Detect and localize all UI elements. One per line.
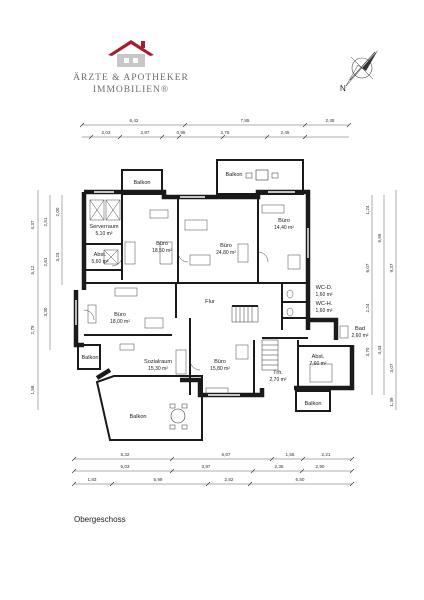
room-trh-area: 2,70 m² <box>270 377 287 383</box>
dim-bottom-3: 1,55 <box>286 452 295 457</box>
dim-left-inner-2: 2,61 <box>43 257 48 266</box>
balcony-bottom-left-label: Balkon <box>129 414 146 420</box>
balcony-bottom-right-label: Balkon <box>304 401 321 407</box>
furniture <box>83 199 349 395</box>
dim-bottom-8: 2,90 <box>316 464 325 469</box>
dim-top-3: 2,45 <box>326 118 335 123</box>
dim-left-innermost-1: 2,00 <box>55 207 60 216</box>
balcony-bottom-left <box>95 375 203 441</box>
room-wc-h-area: 1,60 m² <box>316 308 333 314</box>
room-buero1-name: Büro <box>156 241 168 247</box>
compass-icon <box>345 50 378 87</box>
room-abst-right-area: 7,60 m² <box>310 361 327 367</box>
balcony-top-left <box>121 169 163 195</box>
interior-walls <box>84 195 352 395</box>
dim-top-detail-5: 2,45 <box>281 130 290 135</box>
room-buero3-area: 14,40 m² <box>274 225 294 231</box>
room-abst-left-area: 5,60 m² <box>92 259 109 265</box>
balcony-left-label: Balkon <box>81 355 98 361</box>
dim-bottom-10: 5,99 <box>154 477 163 482</box>
room-wc-d-name: WC-D. <box>316 285 333 291</box>
dim-left-innermost-2: 3,23 <box>55 252 60 261</box>
dim-right-4: 3,70 <box>365 347 370 356</box>
dim-left-2: 5,12 <box>30 265 35 274</box>
floor-label: Obergeschoss <box>74 515 126 524</box>
dim-bottom-7: 2,35 <box>275 464 284 469</box>
dim-top-detail-2: 2,87 <box>141 130 150 135</box>
dim-right-3: 2,24 <box>365 303 370 312</box>
room-bad-area: 2,60 m² <box>352 333 369 339</box>
room-sozialraum-area: 15,30 m² <box>148 366 168 372</box>
room-buero3-name: Büro <box>278 218 290 224</box>
room-abst-left-name: Abst. <box>94 252 107 258</box>
room-serverraum-area: 5,10 m² <box>96 231 113 237</box>
company-logo: ÄRZTE & APOTHEKER IMMOBILIEN® <box>73 40 189 95</box>
dim-bottom-12: 6,50 <box>296 477 305 482</box>
room-buero2-area: 24,80 m² <box>216 250 236 256</box>
balcony-left <box>77 344 101 370</box>
dim-right-outer-2: 3,07 <box>389 363 394 372</box>
dim-left-inner-3: 3,30 <box>43 307 48 316</box>
dim-top-detail-4: 2,75 <box>221 130 230 135</box>
room-buero4-area: 18,00 m² <box>110 319 130 325</box>
dim-bottom-5: 5,03 <box>121 464 130 469</box>
dim-top-1: 6,42 <box>130 118 139 123</box>
windows <box>75 191 309 396</box>
right-dimensions <box>371 190 397 410</box>
dim-bottom-4: 2,21 <box>322 452 331 457</box>
dim-left-4: 1,58 <box>30 385 35 394</box>
dim-bottom-2: 6,67 <box>222 452 231 457</box>
dim-top-2: 7,85 <box>241 118 250 123</box>
dim-left-3: 2,79 <box>30 325 35 334</box>
dim-right-outer-3: 1,39 <box>389 397 394 406</box>
dim-left-1: 4,37 <box>30 220 35 229</box>
room-buero4-name: Büro <box>114 312 126 318</box>
room-buero5-area: 15,80 m² <box>210 366 230 372</box>
balcony-top-left-label: Balkon <box>133 180 150 186</box>
dim-right-2: 6,07 <box>365 263 370 272</box>
room-serverraum-name: Serverraum <box>89 224 119 230</box>
room-buero1-area: 18,50 m² <box>152 248 172 254</box>
balcony-bottom-right <box>295 390 331 412</box>
dim-top-detail-3: 0,95 <box>177 130 186 135</box>
north-label: N <box>340 84 346 93</box>
room-flur-name: Flur <box>205 299 215 305</box>
dim-bottom-6: 3,97 <box>202 464 211 469</box>
logo-line-2: IMMOBILIEN® <box>93 84 169 95</box>
top-dimensions <box>79 122 352 140</box>
left-dimensions <box>37 190 63 410</box>
room-trh-name: Trh. <box>273 370 283 376</box>
dim-top-detail-1: 2,03 <box>102 130 111 135</box>
dim-right-1: 1,24 <box>365 205 370 214</box>
room-bad-name: Bad <box>355 326 365 332</box>
room-wc-d-area: 1,60 m² <box>316 292 333 298</box>
house-logo-icon <box>108 40 154 67</box>
dim-right-mid-2: 4,43 <box>377 345 382 354</box>
balcony-top-right <box>216 159 304 195</box>
dim-bottom-9: 1,83 <box>88 477 97 482</box>
room-wc-h-name: WC-H. <box>316 301 333 307</box>
balcony-top-right-label: Balkon <box>225 172 242 178</box>
dim-bottom-1: 5,32 <box>121 452 130 457</box>
exterior-walls <box>73 189 355 398</box>
dim-bottom-11: 2,82 <box>225 477 234 482</box>
bottom-dimensions <box>71 456 355 487</box>
room-sozialraum-name: Sozialraum <box>144 359 172 365</box>
dim-right-outer-1: 9,37 <box>389 263 394 272</box>
logo-line-1: ÄRZTE & APOTHEKER <box>73 71 189 83</box>
room-buero5-name: Büro <box>214 359 226 365</box>
room-buero2-name: Büro <box>220 243 232 249</box>
dim-right-mid-1: 5,55 <box>377 233 382 242</box>
staircase <box>231 305 279 371</box>
dim-left-inner-1: 2,51 <box>43 217 48 226</box>
room-abst-right-name: Abst. <box>312 354 325 360</box>
